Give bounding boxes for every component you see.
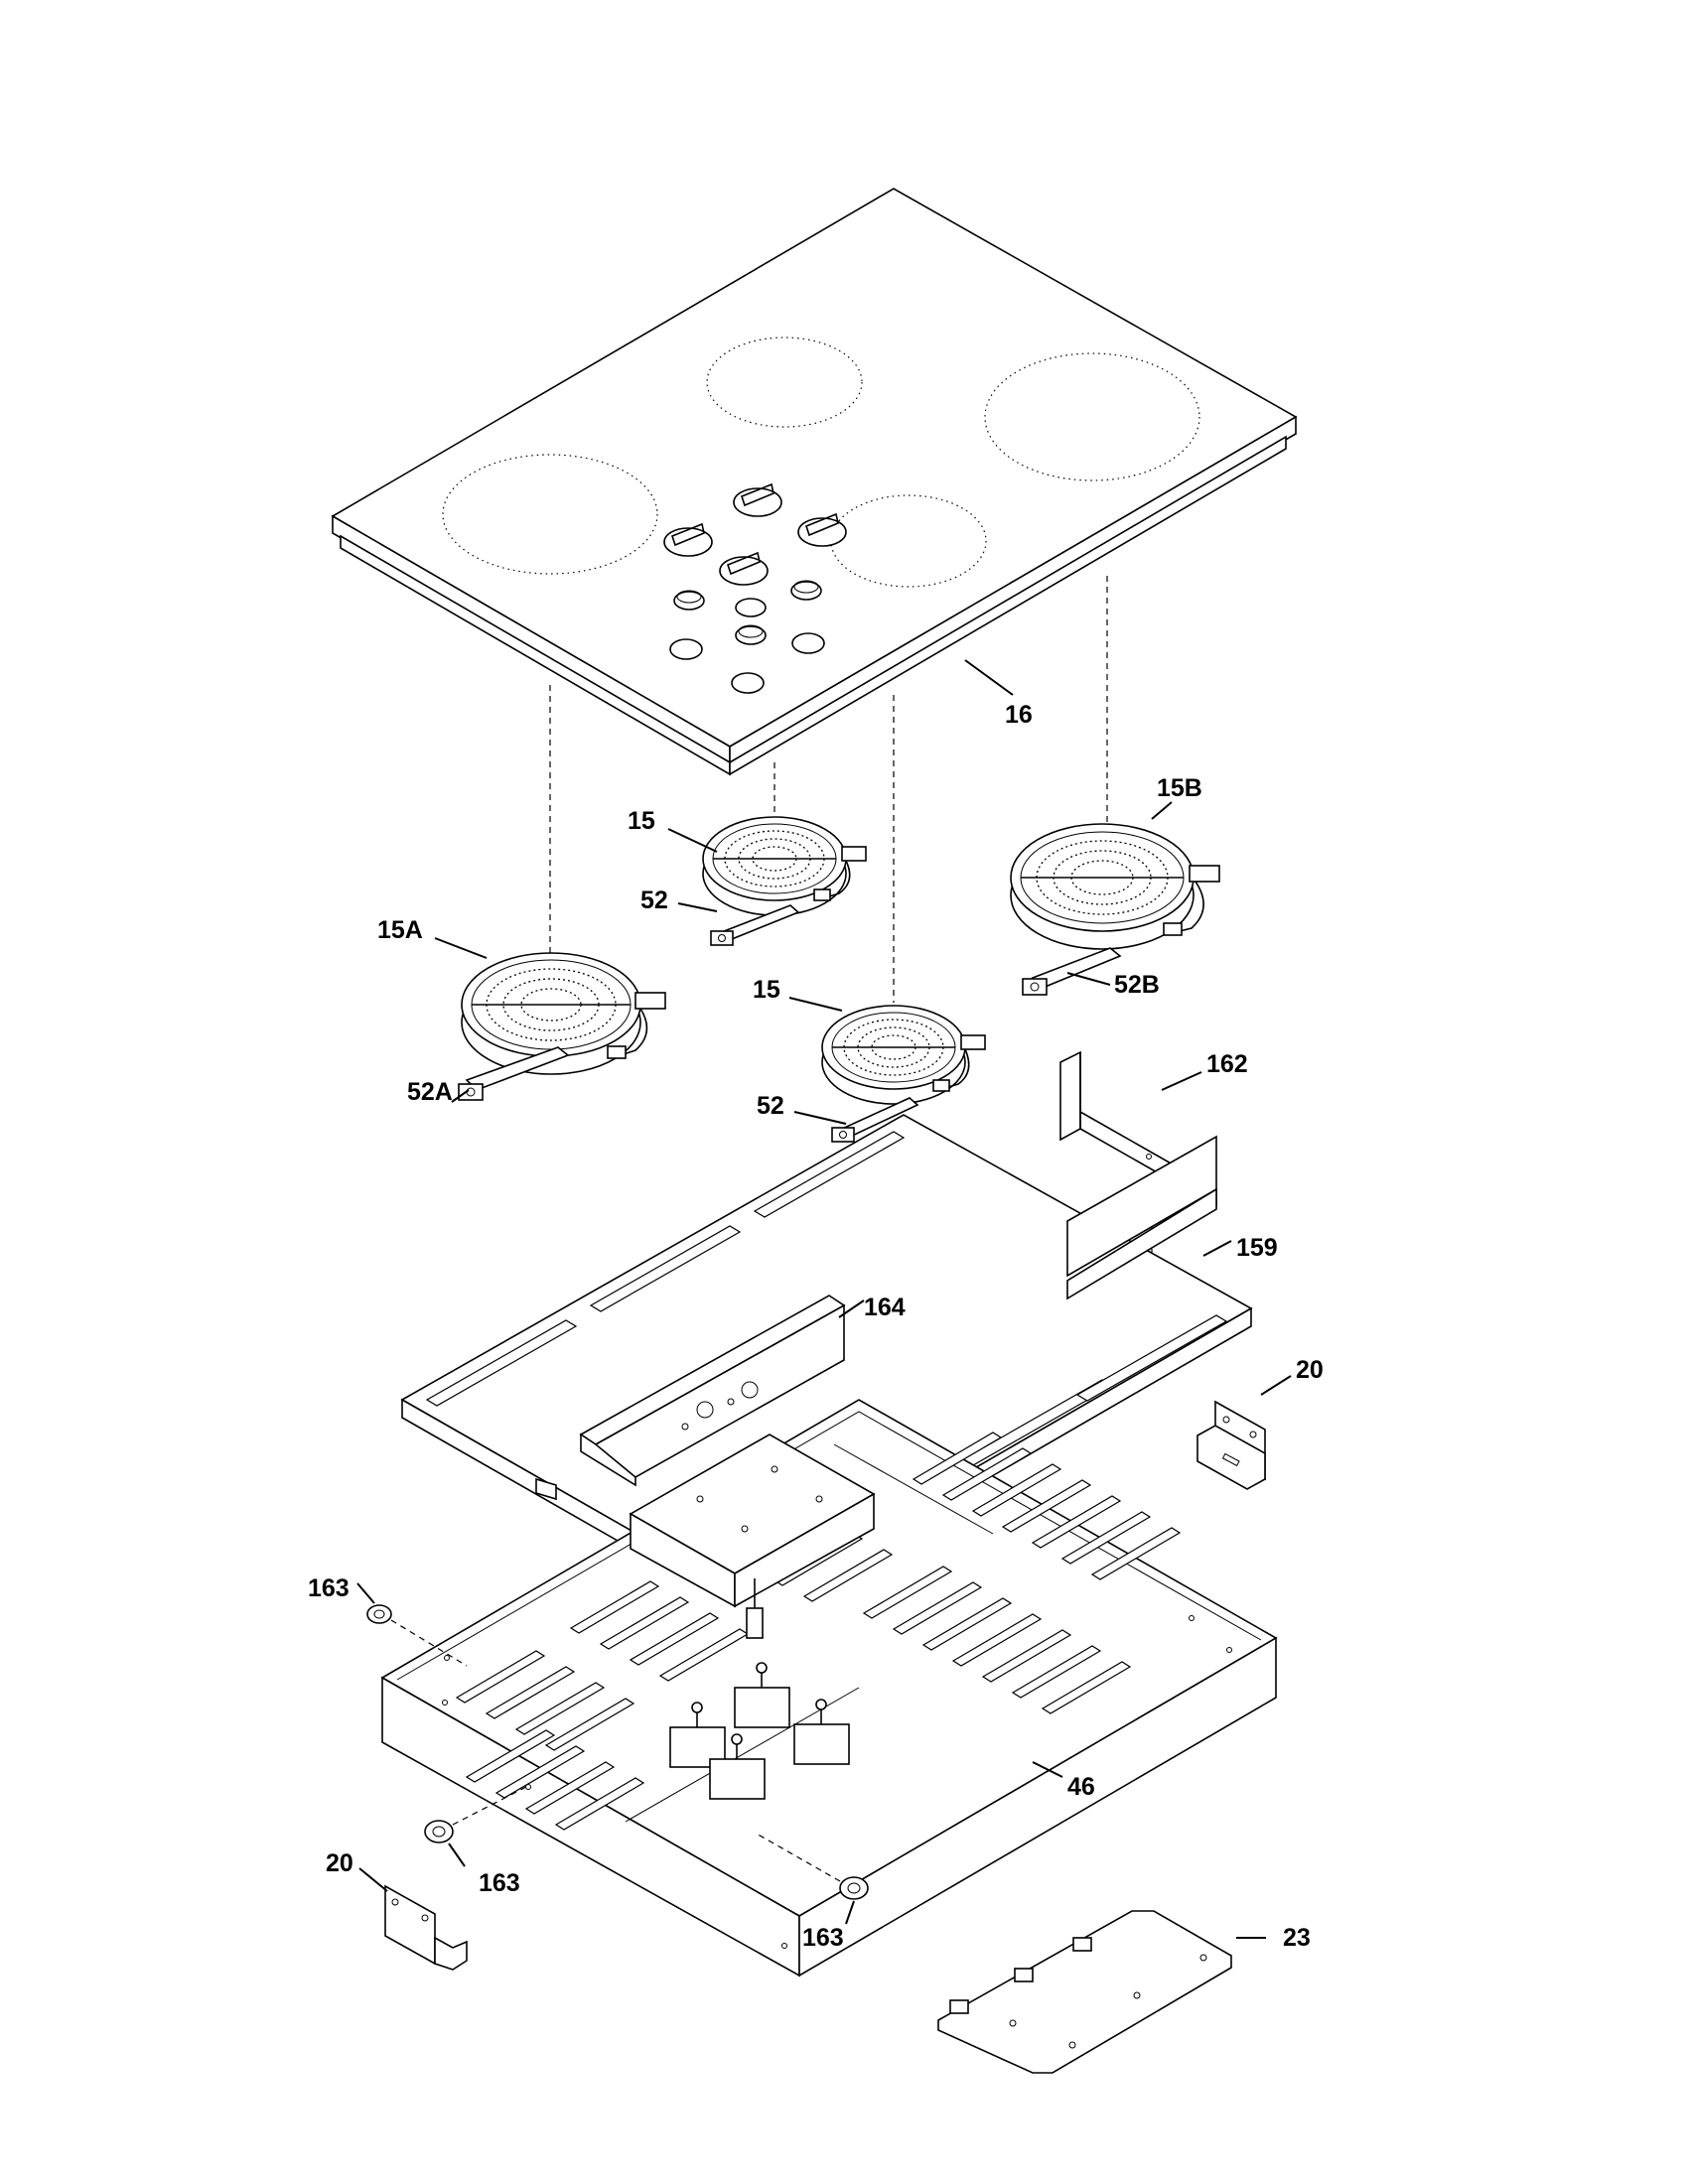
label-162: 162: [1206, 1050, 1248, 1078]
label-52a: 52A: [407, 1078, 453, 1106]
label-15-front: 15: [753, 976, 780, 1004]
bumpers: [366, 1604, 869, 1900]
bumper-bottom-right: [754, 1832, 869, 1900]
label-163-bottom-right: 163: [802, 1924, 844, 1952]
label-52-center: 52: [757, 1092, 784, 1120]
control-bracket-164: [579, 1295, 846, 1487]
label-163-top-left: 163: [308, 1574, 350, 1602]
label-15b: 15B: [1157, 774, 1202, 802]
control-knobs: [663, 482, 847, 586]
label-164: 164: [864, 1294, 906, 1321]
element-15-rear: [702, 816, 867, 946]
bumper-top-left: [366, 1604, 468, 1667]
label-20-right: 20: [1296, 1356, 1324, 1384]
leader-lines: [356, 659, 1292, 1939]
label-23: 23: [1283, 1924, 1311, 1952]
label-52-rear: 52: [640, 887, 668, 914]
cooktop-glass: [331, 188, 1298, 776]
mount-bracket-right: [1196, 1400, 1266, 1490]
bracket-162: [1059, 1050, 1217, 1300]
mount-bracket-left: [384, 1884, 468, 1971]
access-cover: [937, 1910, 1232, 2074]
label-20-left: 20: [326, 1849, 353, 1877]
label-16: 16: [1005, 701, 1033, 729]
element-15a: [458, 952, 666, 1101]
label-15a: 15A: [377, 916, 423, 944]
label-163-bottom-left: 163: [479, 1869, 520, 1897]
label-159: 159: [1236, 1234, 1278, 1262]
burner-box: [380, 1399, 1278, 1978]
infinite-switches: [669, 1662, 850, 1800]
label-46: 46: [1067, 1773, 1095, 1801]
label-52b: 52B: [1114, 971, 1160, 999]
bumper-bottom-left: [424, 1786, 527, 1843]
label-15-rear: 15: [628, 807, 655, 835]
element-15-front: [821, 1005, 986, 1143]
part-labels: 16 15 52 15B 15A 52A 15 52 52B 162 159 1…: [308, 701, 1324, 1952]
element-15b: [1010, 823, 1220, 996]
relay-box: [629, 1433, 876, 1639]
